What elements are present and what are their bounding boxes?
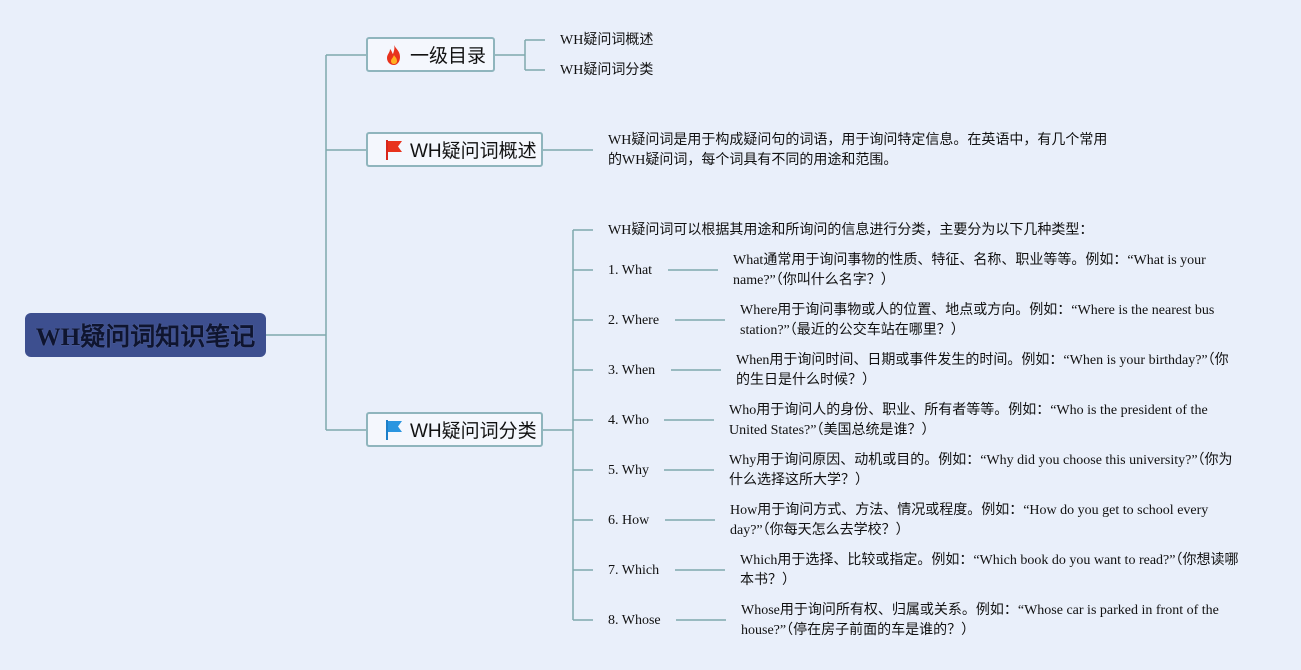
blue-flag-icon: [384, 419, 404, 441]
wh-item-who[interactable]: 4. Who: [608, 413, 649, 428]
classification-intro: WH疑问词可以根据其用途和所询问的信息进行分类，主要分为以下几种类型：: [608, 223, 1094, 238]
toc-item[interactable]: WH疑问词分类: [560, 63, 654, 78]
wh-item-why[interactable]: 5. Why: [608, 463, 649, 478]
overview-text: WH疑问词是用于构成疑问句的词语，用于询问特定信息。在英语中，有几个常用的WH疑…: [608, 133, 1108, 168]
toc-item[interactable]: WH疑问词概述: [560, 33, 654, 48]
branch-classification[interactable]: WH疑问词分类: [366, 412, 543, 447]
wh-item-when[interactable]: 3. When: [608, 363, 656, 378]
wh-item-where[interactable]: 2. Where: [608, 313, 660, 328]
branch-toc-label: 一级目录: [410, 46, 487, 67]
wh-desc-which: Which用于选择、比较或指定。例如：“Which book do you wa…: [740, 553, 1239, 588]
root-node[interactable]: WH疑问词知识笔记: [25, 313, 266, 357]
branch-overview-label: WH疑问词概述: [410, 141, 537, 162]
wh-desc-where: Where用于询问事物或人的位置、地点或方向。例如：“Where is the …: [740, 303, 1215, 338]
wh-desc-who: Who用于询问人的身份、职业、所有者等等。例如：“Who is the pres…: [729, 403, 1208, 438]
fire-icon: [384, 44, 404, 66]
branch-overview[interactable]: WH疑问词概述: [366, 132, 543, 167]
wh-item-what[interactable]: 1. What: [608, 263, 653, 278]
root-title: WH疑问词知识笔记: [35, 324, 256, 351]
wh-item-how[interactable]: 6. How: [608, 513, 650, 528]
branch-toc[interactable]: 一级目录: [366, 37, 495, 72]
wh-desc-when: When用于询问时间、日期或事件发生的时间。例如：“When is your b…: [736, 353, 1229, 388]
wh-desc-whose: Whose用于询问所有权、归属或关系。例如：“Whose car is park…: [741, 603, 1219, 638]
wh-item-whose[interactable]: 8. Whose: [608, 613, 661, 628]
wh-desc-what: What通常用于询问事物的性质、特征、名称、职业等等。例如：“What is y…: [733, 253, 1206, 288]
red-flag-icon: [384, 139, 404, 161]
wh-item-which[interactable]: 7. Which: [608, 563, 660, 578]
branch-classification-label: WH疑问词分类: [410, 421, 537, 442]
wh-desc-how: How用于询问方式、方法、情况或程度。例如：“How do you get to…: [730, 503, 1209, 538]
wh-desc-why: Why用于询问原因、动机或目的。例如：“Why did you choose t…: [729, 453, 1233, 488]
